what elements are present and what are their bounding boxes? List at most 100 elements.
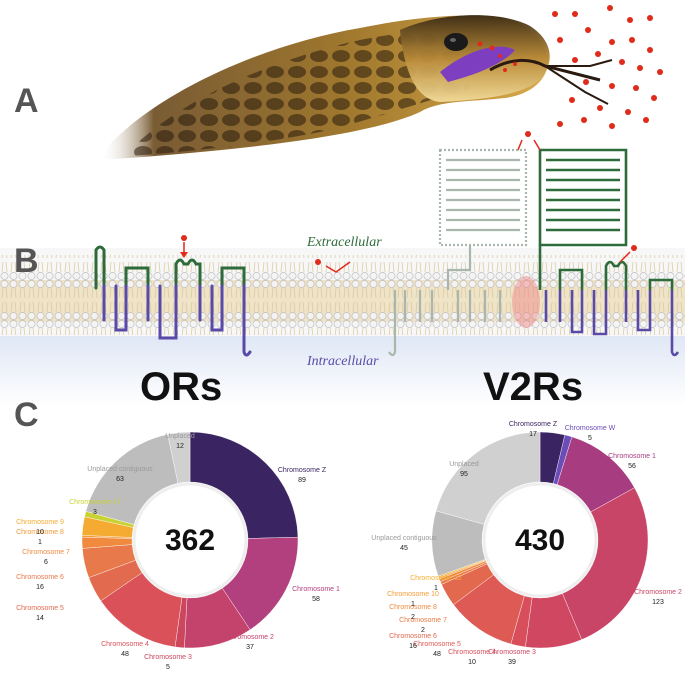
segment-value: 5 (166, 664, 170, 671)
segment-label: Chromosome 7 6 (6, 548, 86, 568)
segment-value: 1 (411, 601, 415, 608)
donut-segment (435, 431, 541, 525)
donut-hole (482, 482, 598, 598)
segment-category: Chromosome 5 (413, 641, 461, 648)
segment-label: Unplaced 95 (424, 460, 504, 480)
panel-label-a: A (14, 82, 39, 120)
segment-label: Chromosome 8 2 (373, 603, 453, 623)
segment-label: Chromosome 1 56 (592, 452, 672, 472)
segment-category: Chromosome Z (277, 467, 327, 474)
segment-label: Chromosome 5 48 (397, 640, 477, 660)
donut-segment (189, 431, 299, 539)
segment-category: Chromosome 17 (69, 499, 121, 506)
vomeronasal-organ (440, 46, 515, 82)
segment-value: 17 (529, 431, 537, 438)
segment-category: Chromosome 4 (101, 641, 149, 648)
segment-value: 1 (434, 585, 438, 592)
segment-category: Chromosome W (564, 425, 616, 432)
segment-category: Chromosome 4 (448, 649, 496, 656)
segment-value: 16 (36, 584, 44, 591)
segment-value: 89 (298, 477, 306, 484)
segment-category: Chromosome 7 (22, 549, 70, 556)
segment-label: Chromosome 8 1 (0, 528, 80, 548)
v2rs-donut-chart (431, 431, 649, 649)
segment-label: Chromosome 12 1 (396, 574, 476, 594)
segment-value: 14 (36, 615, 44, 622)
segment-value: 37 (246, 644, 254, 651)
membrane-diagram (0, 131, 685, 406)
segment-category: Chromosome 7 (399, 617, 447, 624)
segment-category: Chromosome 3 (488, 649, 536, 656)
donut-hole (132, 482, 248, 598)
intracellular-label: Intracellular (307, 354, 379, 369)
segment-category: Unplaced contiguous (87, 466, 153, 473)
segment-category: Unplaced (165, 433, 195, 440)
segment-value: 1 (38, 539, 42, 546)
segment-label: Unplaced contiguous 45 (364, 534, 444, 554)
segment-category: Chromosome 2 (226, 634, 274, 641)
segment-label: Chromosome 5 14 (0, 604, 80, 624)
segment-category: Chromosome Z (508, 421, 558, 428)
v2rs-title: V2Rs (483, 365, 584, 409)
segment-category: Chromosome 6 (16, 574, 64, 581)
segment-label: Chromosome 1 58 (276, 585, 356, 605)
segment-category: Chromosome 8 (16, 529, 64, 536)
segment-label: Chromosome 3 39 (472, 648, 552, 668)
segment-category: Chromosome 3 (144, 654, 192, 661)
segment-label: Unplaced 12 (140, 432, 220, 452)
segment-category: Chromosome 5 (16, 605, 64, 612)
segment-value: 58 (312, 596, 320, 603)
segment-label: Chromosome 2 123 (618, 588, 685, 608)
extracellular-label: Extracellular (307, 235, 382, 250)
ors-total: 362 (164, 524, 216, 557)
segment-label: Chromosome 10 1 (373, 590, 453, 610)
segment-label: Chromosome 9 10 (0, 518, 80, 538)
segment-value: 12 (176, 443, 184, 450)
ors-donut-chart (81, 431, 299, 649)
segment-category: Unplaced (449, 461, 479, 468)
segment-label: Chromosome 17 3 (55, 498, 135, 518)
segment-value: 3 (93, 509, 97, 516)
panel-label-b: B (14, 242, 39, 280)
segment-category: Chromosome 6 (389, 633, 437, 640)
segment-category: Chromosome 1 (608, 453, 656, 460)
segment-value: 45 (400, 545, 408, 552)
segment-label: Chromosome Z 89 (262, 466, 342, 486)
segment-category: Unplaced contiguous (371, 535, 437, 542)
donut-segment (167, 431, 191, 484)
segment-label: Chromosome 4 10 (432, 648, 512, 668)
segment-value: 2 (411, 614, 415, 621)
segment-value: 2 (421, 627, 425, 634)
segment-label: Chromosome 6 16 (0, 573, 80, 593)
segment-label: Chromosome 4 48 (85, 640, 165, 660)
segment-value: 48 (121, 651, 129, 658)
segment-value: 5 (588, 435, 592, 442)
segment-value: 16 (409, 643, 417, 650)
segment-category: Chromosome 9 (16, 519, 64, 526)
segment-value: 123 (652, 599, 664, 606)
segment-category: Chromosome 2 (634, 589, 682, 596)
segment-value: 6 (44, 559, 48, 566)
v2rs-total: 430 (514, 524, 566, 557)
segment-value: 10 (36, 529, 44, 536)
segment-value: 39 (508, 659, 516, 666)
segment-value: 10 (468, 659, 476, 666)
segment-value: 56 (628, 463, 636, 470)
segment-category: Chromosome 1 (292, 586, 340, 593)
panel-label-c: C (14, 396, 39, 434)
segment-label: Chromosome W 5 (550, 424, 630, 444)
segment-value: 48 (433, 651, 441, 658)
segment-category: Chromosome 8 (389, 604, 437, 611)
ors-title: ORs (140, 365, 223, 409)
segment-label: Chromosome Z 17 (493, 420, 573, 440)
segment-value: 95 (460, 471, 468, 478)
odorant-particles (477, 5, 663, 129)
segment-label: Chromosome 6 16 (373, 632, 453, 652)
snake-illustration (100, 5, 663, 160)
segment-category: Chromosome 12 (410, 575, 462, 582)
snake-eye (444, 33, 468, 51)
segment-category: Chromosome 10 (387, 591, 439, 598)
